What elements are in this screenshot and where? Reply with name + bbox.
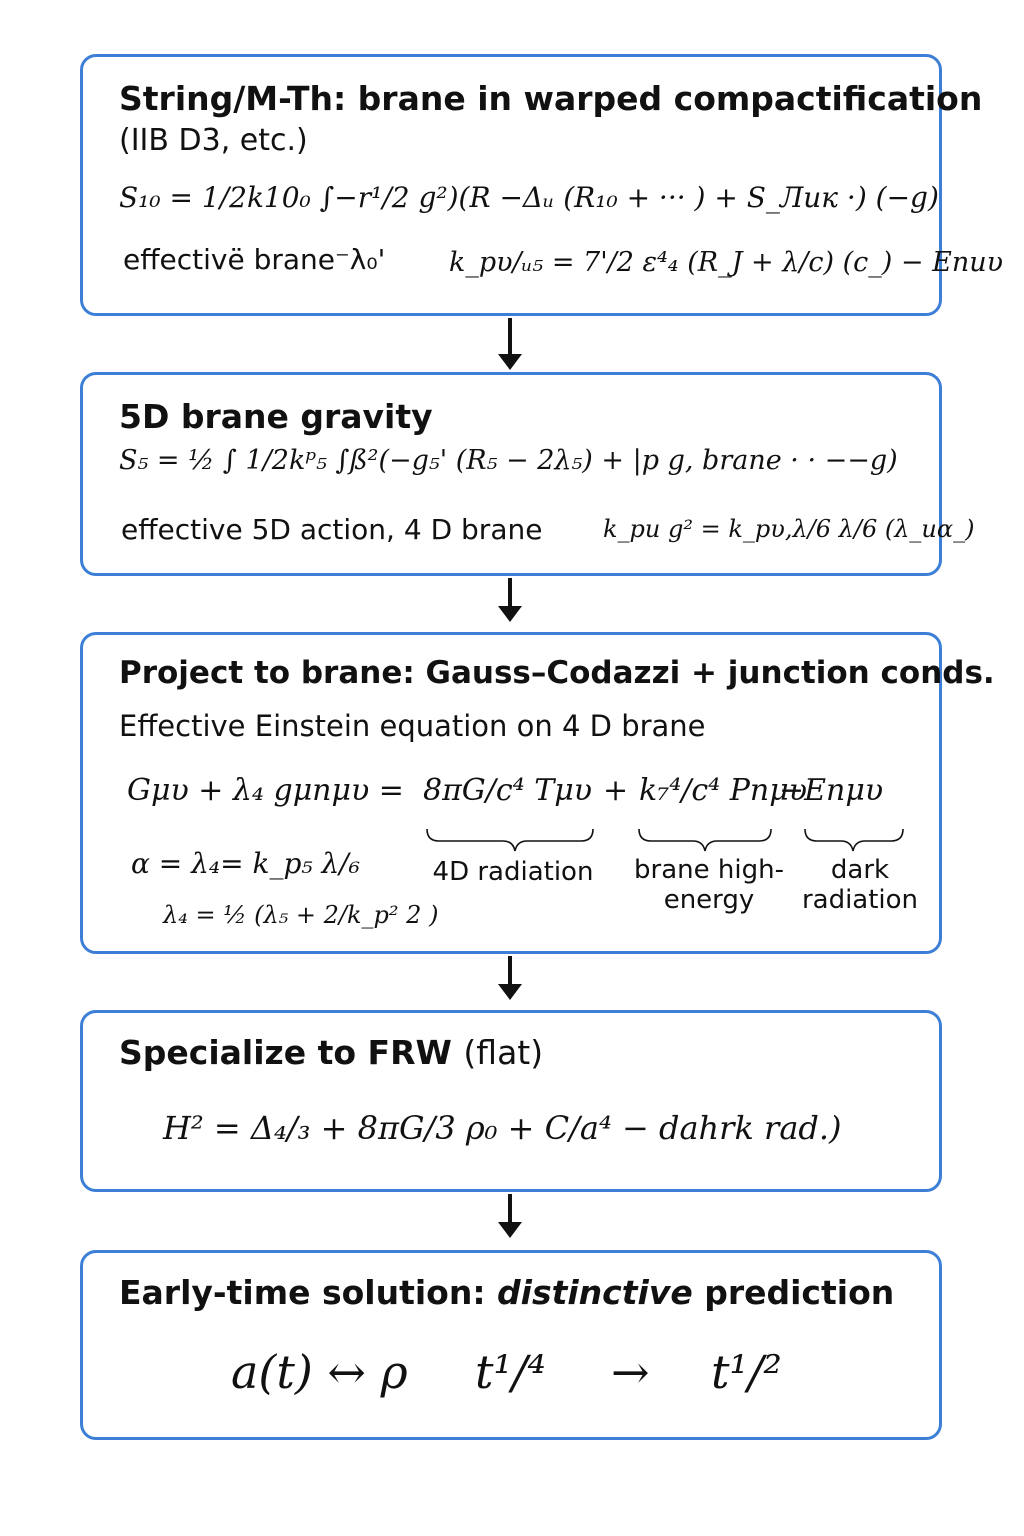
box5-scale-factor: a(t) ↔ ρ <box>231 1345 408 1399</box>
box5-t-quarter: t¹/⁴ <box>475 1345 546 1399</box>
box1-title: String/M-Th: brane in warped compactific… <box>119 79 983 118</box>
arrow-3-head <box>498 984 522 1000</box>
arrow-2 <box>508 578 512 608</box>
box3-subtitle: Effective Einstein equation on 4 D brane <box>119 709 706 743</box>
box5-title: Early-time solution: distinctive predict… <box>119 1273 894 1312</box>
box3-term-dark: −Eпμυ <box>779 773 884 808</box>
box5-title-pre: Early-time solution: <box>119 1273 498 1312</box>
box2-action-equation: S₅ = ½ ∫ 1/2kᵖ₅ ∫ß²(−g₅' (R₅ − 2λ₅) + |p… <box>119 445 898 476</box>
box2-brane-equation: k_pu g² = k_pυ,λ/6 λ/6 (λ_uα_) <box>603 515 975 543</box>
box1-effective-label: effectivë brane⁻λ₀' <box>123 243 386 276</box>
box1-brane-equation: k_pυ/ᵤ₅ = 7'/2 ε⁴₄ (R_J + λ/c) (c_) − Eп… <box>449 247 1004 278</box>
box-string-theory: String/M-Th: brane in warped compactific… <box>80 54 1003 316</box>
brace-dark <box>804 828 904 852</box>
box3-lhs: Gμυ + λ₄ gμпμυ = <box>127 773 404 808</box>
box5-title-post: prediction <box>692 1273 895 1312</box>
box3-term-radiation: 8πG/c⁴ Tμυ <box>423 773 592 808</box>
box5-t-half: t¹/² <box>711 1345 782 1399</box>
box3-label-4d-radiation: 4D radiation <box>432 857 594 887</box>
arrow-3 <box>508 956 512 986</box>
box4-title-rest: (flat) <box>463 1033 544 1072</box>
box3-plus: + <box>603 773 629 808</box>
box2-subtitle: effective 5D action, 4 D brane <box>121 513 543 546</box>
arrow-4 <box>508 1194 512 1224</box>
box4-title-bold: Specialize to FRW <box>119 1033 452 1072</box>
box5-title-italic: distinctive <box>497 1273 693 1312</box>
box-frw: Specialize to FRW (flat) H² = Δ₄/₃ + 8πG… <box>80 1010 942 1192</box>
box3-label-brane-high-energy: brane high- energy <box>634 855 784 915</box>
box3-label-dark-radiation: dark radiation <box>801 855 919 915</box>
box4-title: Specialize to FRW (flat) <box>119 1033 543 1072</box>
arrow-1-head <box>498 354 522 370</box>
box3-term-high-energy: k₇⁴/c⁴ Pпμυ <box>639 773 807 808</box>
arrow-4-head <box>498 1222 522 1238</box>
brace-high-energy <box>638 828 772 852</box>
arrow-1 <box>508 318 512 358</box>
box5-arrow: → <box>611 1345 650 1399</box>
arrow-2-head <box>498 606 522 622</box>
box3-lambda-equation: λ₄ = ½ (λ₅ + 2/k_p² 2 ) <box>163 901 439 929</box>
box4-friedmann-equation: H² = Δ₄/₃ + 8πG/3 ρ₀ + C/a⁴ − dahrk rad.… <box>163 1109 842 1147</box>
box-project-to-brane: Project to brane: Gauss–Codazzi + juncti… <box>80 632 995 954</box>
box3-title: Project to brane: Gauss–Codazzi + juncti… <box>119 655 995 691</box>
box-early-time: Early-time solution: distinctive predict… <box>80 1250 942 1440</box>
brace-radiation <box>426 828 594 852</box>
box-5d-gravity: 5D brane gravity S₅ = ½ ∫ 1/2kᵖ₅ ∫ß²(−g₅… <box>80 372 974 576</box>
box3-underbraces <box>426 828 904 852</box>
box1-action-equation: S₁₀ = 1/2k10₀ ∫−r¹/2 g²)(R −Δᵤ (R₁₀ + ··… <box>119 181 939 214</box>
box1-subtitle: (IIB D3, etc.) <box>119 123 308 158</box>
box2-title: 5D brane gravity <box>119 397 433 436</box>
box3-alpha-equation: α = λ₄= k_p₅ λ/₆ <box>131 847 360 880</box>
